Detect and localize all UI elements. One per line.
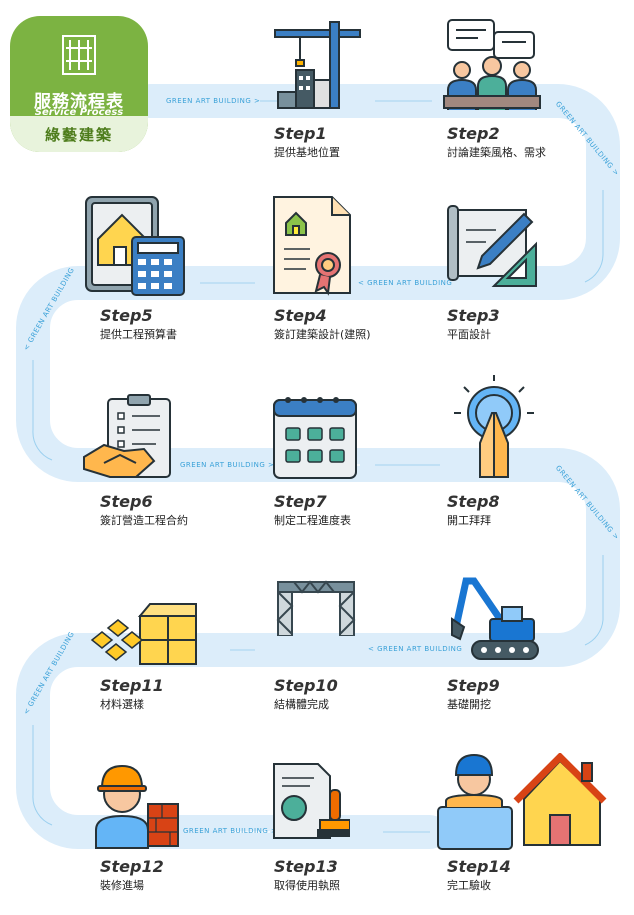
logo-badge [10,16,148,152]
step-8: Step8 開工拜拜 [447,493,597,529]
step-12: Step12 裝修進場 [100,858,250,894]
meeting-discussion-icon [443,19,541,110]
step-3: Step3 平面設計 [447,307,597,343]
step-11: Step11 材料選樣 [100,677,250,713]
step-number: Step5 [100,306,153,325]
step-10: Step10 結構體完成 [274,677,424,713]
contract-handshake-icon [83,394,171,478]
step-description: 討論建築風格、需求 [447,146,546,159]
blueprint-pencil-icon [447,205,537,287]
step-description: 材料選樣 [100,698,144,711]
license-stamp-icon [273,763,350,839]
step-description: 基礎開挖 [447,698,491,711]
step-7: Step7 制定工程進度表 [274,493,424,529]
praying-hands-icon [454,375,534,478]
logo-mark-icon [62,35,96,75]
step-description: 完工驗收 [447,879,491,892]
step-9: Step9 基礎開挖 [447,677,597,713]
step-2: Step2 討論建築風格、需求 [447,125,597,161]
step-description: 簽訂建築設計(建照) [274,328,371,341]
step-description: 開工拜拜 [447,514,491,527]
step-1: Step1 提供基地位置 [274,125,424,161]
step-description: 提供工程預算書 [100,328,177,341]
step-number: Step10 [274,676,338,695]
road-label: < GREEN ART BUILDING [368,645,463,653]
road-label: GREEN ART BUILDING > [180,461,275,469]
road-label: < GREEN ART BUILDING [358,279,453,287]
step-number: Step2 [447,124,500,143]
step-5: Step5 提供工程預算書 [100,307,250,343]
crane-building-icon [274,21,361,109]
step-number: Step7 [274,492,327,511]
steel-structure-icon [276,580,356,636]
worker-house-icon [437,753,607,850]
step-number: Step11 [100,676,164,695]
tiles-materials-icon [90,603,197,665]
worker-icon [95,764,179,849]
brand-subtitle: Service Process [34,107,124,118]
brand-logo: 服務流程表 Service Process 綠藝建築 [10,16,148,152]
step-number: Step8 [447,492,500,511]
step-description: 裝修進場 [100,879,144,892]
step-6: Step6 簽訂營造工程合約 [100,493,250,529]
step-number: Step1 [274,124,327,143]
step-number: Step6 [100,492,153,511]
excavator-icon [451,577,539,660]
step-14: Step14 完工驗收 [447,858,597,894]
road-label: GREEN ART BUILDING > [183,827,278,835]
step-description: 結構體完成 [274,698,329,711]
step-number: Step4 [274,306,327,325]
step-description: 簽訂營造工程合約 [100,514,188,527]
step-description: 平面設計 [447,328,491,341]
step-number: Step13 [274,857,338,876]
step-number: Step12 [100,857,164,876]
step-description: 提供基地位置 [274,146,340,159]
step-number: Step14 [447,857,511,876]
brand-name: 綠藝建築 [44,126,113,144]
house-certificate-icon [273,196,351,296]
brand-title: 服務流程表 [34,92,124,112]
calendar-icon [273,397,357,479]
step-number: Step9 [447,676,500,695]
step-description: 制定工程進度表 [274,514,351,527]
house-calculator-icon [85,196,185,296]
step-4: Step4 簽訂建築設計(建照) [274,307,424,343]
step-13: Step13 取得使用執照 [274,858,424,894]
road-label: GREEN ART BUILDING > [166,97,261,105]
step-number: Step3 [447,306,500,325]
step-description: 取得使用執照 [274,879,340,892]
